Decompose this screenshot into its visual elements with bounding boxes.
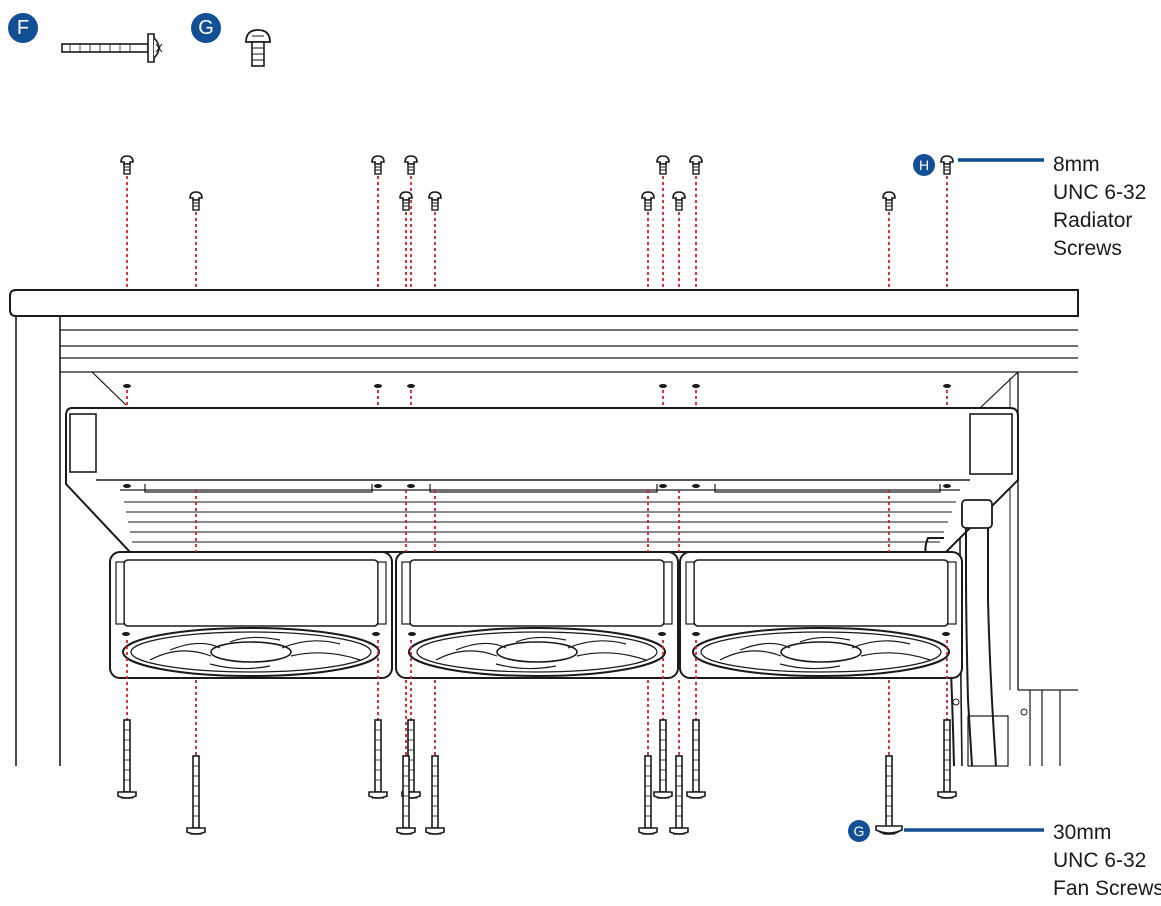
fan-screws [117, 719, 957, 835]
fan-screw-type: Fan Screws [1053, 877, 1161, 900]
fan-screw-label: 30mm UNC 6-32 Fan Screws [1053, 819, 1161, 903]
short-screw-icon [245, 29, 271, 67]
top-panel-holes [123, 384, 951, 388]
fan-center [395, 551, 679, 679]
fan-screw-badge: G [848, 820, 870, 842]
fan-screw-head-icon [875, 825, 903, 834]
radiator [65, 407, 1019, 553]
long-screw-icon [61, 33, 163, 63]
radiator-screw-badge: H [913, 154, 935, 176]
radiator-screw-label: 8mm UNC 6-32 Radiator Screws [1053, 151, 1146, 263]
alignment-guides [126, 176, 948, 756]
case-top-panel [9, 289, 1079, 767]
fan-screw-length: 30mm [1053, 821, 1112, 844]
legend-badge-g: G [191, 13, 221, 43]
fan-left [109, 551, 393, 679]
fan-right [679, 551, 963, 679]
legend-badge-f: F [8, 13, 38, 43]
radiator-screw-thread: UNC 6-32 [1053, 181, 1147, 204]
radiator-screw-type-1: Radiator [1053, 209, 1133, 232]
fan-screw-thread: UNC 6-32 [1053, 849, 1147, 872]
radiator-screw-length: 8mm [1053, 153, 1100, 176]
radiator-screws [120, 155, 954, 211]
radiator-screw-type-2: Screws [1053, 237, 1122, 260]
